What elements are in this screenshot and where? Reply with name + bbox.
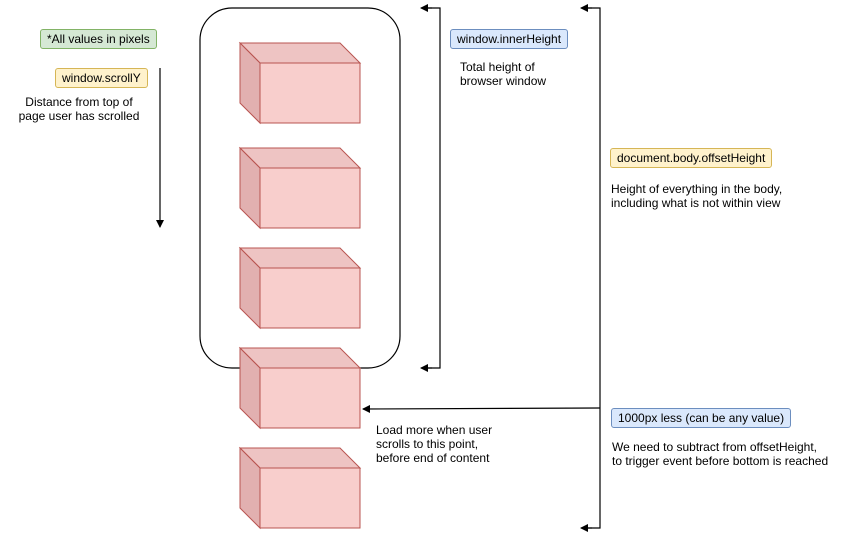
inner-height-label: window.innerHeight: [450, 29, 569, 49]
threshold-description: We need to subtract from offsetHeight, t…: [612, 440, 829, 468]
content-box-5: [238, 446, 362, 530]
load-more-arrow: [362, 404, 601, 413]
scroll-y-label: window.scrollY: [55, 68, 148, 88]
content-box-4: [238, 346, 362, 430]
offset-height-description: Height of everything in the body, includ…: [611, 182, 783, 210]
inner-height-bracket: [420, 4, 441, 372]
threshold-label: 1000px less (can be any value): [611, 408, 792, 428]
offset-height-bracket: [580, 4, 601, 532]
units-note-label: *All values in pixels: [40, 29, 157, 49]
content-box-1: [238, 41, 362, 125]
content-box-3: [238, 246, 362, 330]
load-more-description: Load more when user scrolls to this poin…: [376, 423, 493, 465]
content-box-2: [238, 146, 362, 230]
inner-height-description: Total height of browser window: [460, 60, 547, 88]
offset-height-label: document.body.offsetHeight: [610, 148, 773, 168]
scroll-y-description: Distance from top of page user has scrol…: [18, 95, 140, 123]
